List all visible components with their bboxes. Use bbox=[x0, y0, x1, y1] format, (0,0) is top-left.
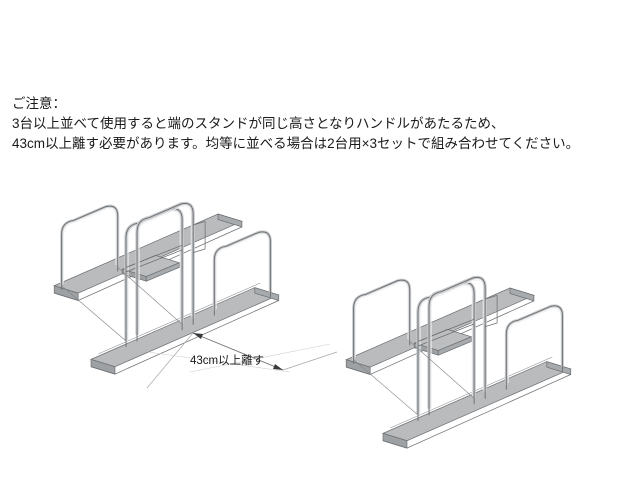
notice-line-2: 3台以上並べて使用すると端のスタンドが同じ高さとなりハンドルがあたるため、 bbox=[12, 116, 505, 131]
spacing-dimension bbox=[146, 332, 338, 389]
notice-text-block: ご注意： 3台以上並べて使用すると端のスタンドが同じ高さとなりハンドルがあたるた… bbox=[12, 94, 624, 154]
bike-rack-left bbox=[52, 201, 281, 376]
notice-line-3: 43cm以上離す必要があります。均等に並べる場合は2台用×3セットで組み合わせて… bbox=[12, 136, 580, 151]
dimension-label: 43cm以上離す bbox=[190, 355, 265, 367]
bike-rack-right bbox=[344, 275, 573, 450]
notice-heading: ご注意： bbox=[12, 96, 66, 111]
